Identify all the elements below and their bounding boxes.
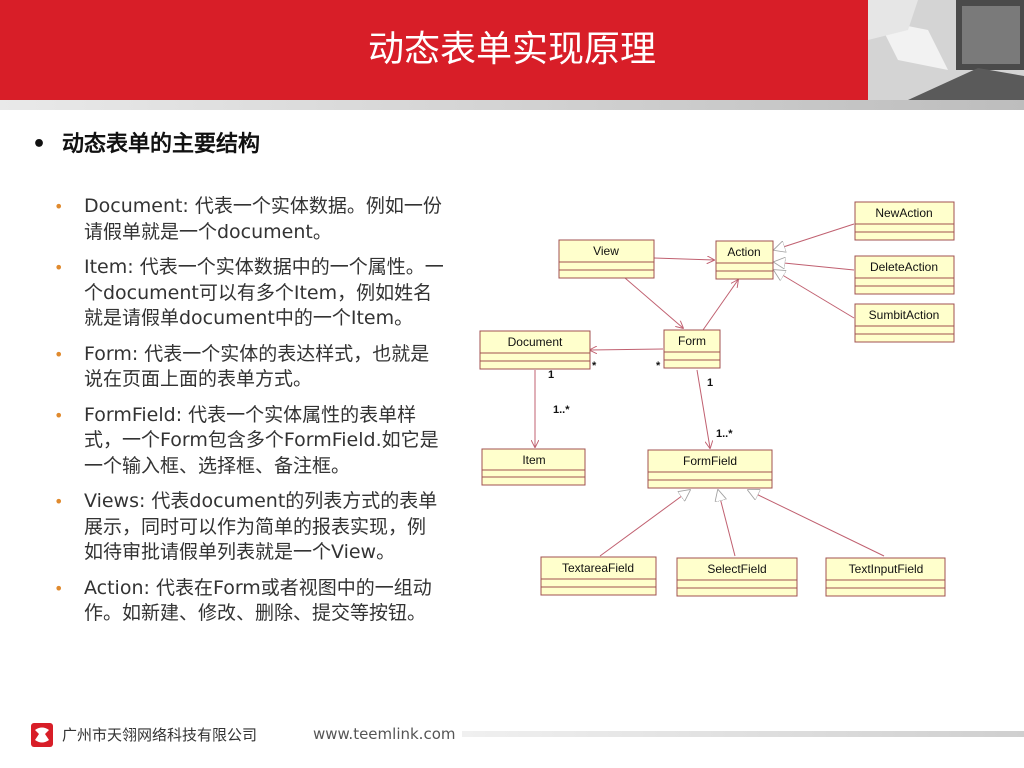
multiplicity-labels: * * 1 1..* 1 1..*	[548, 360, 733, 440]
footer-divider	[462, 731, 1024, 737]
multiplicity-label: 1..*	[553, 404, 570, 416]
header-divider	[0, 100, 1024, 110]
list-item-text: Views: 代表document的列表方式的表单展示，同时可以作为简单的报表实…	[84, 490, 438, 563]
bullet-icon: •	[32, 132, 47, 157]
class-name: Item	[522, 453, 545, 467]
multiplicity-label: *	[592, 360, 597, 372]
footer-website: www.teemlink.com	[313, 725, 456, 743]
multiplicity-label: *	[656, 360, 661, 372]
bullet-icon: •	[54, 197, 64, 216]
class-newaction: NewAction	[854, 201, 955, 241]
class-name: SumbitAction	[869, 308, 940, 322]
class-name: FormField	[683, 454, 737, 468]
list-item: • Item: 代表一个实体数据中的一个属性。一个document可以有多个Ite…	[54, 255, 444, 332]
bullet-icon: •	[54, 344, 64, 364]
view-form-line	[624, 277, 683, 328]
class-boxes: NewAction DeleteAction SumbitAction View…	[479, 201, 955, 597]
class-name: TextInputField	[849, 562, 924, 576]
class-name: Action	[727, 245, 760, 259]
form-action-line	[702, 280, 738, 331]
class-textareafield: TextareaField	[540, 556, 657, 596]
class-name: TextareaField	[562, 561, 634, 575]
footer-company-name: 广州市天翎网络科技有限公司	[62, 726, 258, 744]
list-item: • Action: 代表在Form或者视图中的一组动作。如新建、修改、删除、提交等…	[54, 576, 444, 627]
class-name: View	[593, 244, 619, 258]
bullet-icon: •	[54, 258, 64, 277]
list-item: • FormField: 代表一个实体属性的表单样式，一个Form包含多个Form…	[54, 403, 444, 480]
form-document-line	[590, 349, 664, 350]
deleteaction-inherit-line	[774, 262, 855, 271]
list-item-text: Item: 代表一个实体数据中的一个属性。一个document可以有多个Item…	[84, 256, 444, 329]
page-title: 动态表单实现原理	[367, 29, 656, 70]
multiplicity-label: 1	[707, 377, 713, 389]
multiplicity-label: 1	[548, 369, 554, 381]
list-item: • Document: 代表一个实体数据。例如一份请假单就是一个document。	[54, 194, 444, 245]
list-item-text: Form: 代表一个实体的表达样式，也就是说在页面上面的表单方式。	[84, 342, 430, 391]
class-deleteaction: DeleteAction	[854, 255, 955, 295]
section-heading: • 动态表单的主要结构	[32, 126, 260, 158]
header-bar	[0, 0, 868, 100]
view-action-line	[653, 258, 714, 260]
class-sumbitaction: SumbitAction	[854, 303, 955, 343]
textareafield-inherit-line	[599, 490, 690, 557]
list-item-text: Action: 代表在Form或者视图中的一组动作。如新建、修改、删除、提交等按…	[84, 576, 432, 625]
form-formfield-line	[696, 369, 710, 448]
selectfield-inherit-line	[718, 490, 736, 557]
bullet-icon: •	[54, 405, 64, 425]
class-action: Action	[715, 240, 774, 280]
section-heading-text: 动态表单的主要结构	[62, 132, 261, 157]
list-item: • Views: 代表document的列表方式的表单展示，同时可以作为简单的报表…	[54, 489, 444, 566]
class-name: NewAction	[875, 206, 932, 220]
uml-class-diagram: NewAction DeleteAction SumbitAction View…	[479, 201, 955, 597]
newaction-inherit-line	[774, 223, 855, 250]
company-logo-icon	[31, 723, 53, 747]
class-name: SelectField	[707, 562, 766, 576]
list-item-text: Document: 代表一个实体数据。例如一份请假单就是一个document。	[84, 195, 442, 243]
class-name: Document	[508, 335, 563, 349]
class-form: Form	[663, 329, 721, 369]
bullet-icon: •	[54, 578, 64, 598]
class-formfield: FormField	[647, 449, 773, 489]
bullet-icon: •	[54, 492, 64, 511]
multiplicity-label: 1..*	[716, 428, 733, 440]
textinputfield-inherit-line	[748, 490, 885, 557]
class-name: DeleteAction	[870, 260, 938, 274]
list-item-text: FormField: 代表一个实体属性的表单样式，一个Form包含多个FormF…	[84, 403, 439, 477]
association-lines	[535, 258, 738, 448]
class-item: Item	[481, 448, 586, 486]
class-name: Form	[678, 334, 706, 348]
sumbitaction-inherit-line	[774, 270, 855, 319]
class-textinputfield: TextInputField	[825, 557, 946, 597]
generalization-lines	[599, 223, 885, 557]
class-document: Document	[479, 330, 591, 370]
description-list: • Document: 代表一个实体数据。例如一份请假单就是一个document。…	[54, 194, 444, 637]
class-view: View	[558, 239, 655, 279]
header-photo	[868, 0, 1024, 100]
class-selectfield: SelectField	[676, 557, 798, 597]
list-item: • Form: 代表一个实体的表达样式，也就是说在页面上面的表单方式。	[54, 342, 444, 393]
